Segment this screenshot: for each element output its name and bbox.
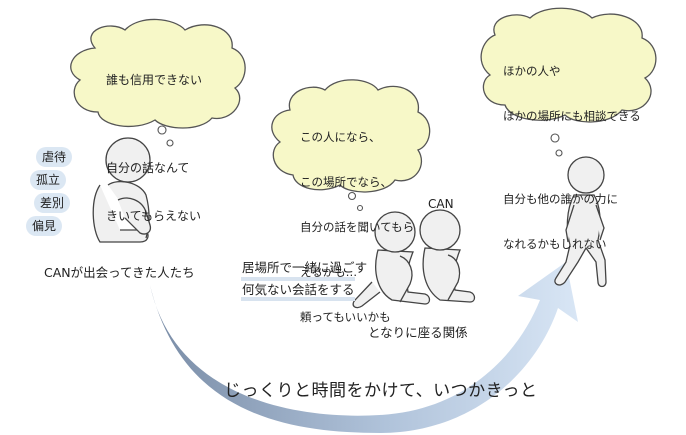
middle-thought-cloud — [271, 79, 431, 212]
left-thought-cloud — [70, 18, 246, 147]
left-thought-line: 自分の話なんて — [106, 161, 190, 175]
bottom-caption: じっくりと時間をかけて、いつかきっと — [224, 381, 538, 401]
left-thought-line: 誰も信用できない — [106, 73, 203, 87]
middle-thought-text: この人になら、 この場所でなら、 自分の話を聞いてもら えるかも… 頼ってもいい… — [300, 100, 414, 355]
middle-thought-line: この人になら、 — [300, 130, 381, 144]
right-thought-cloud — [480, 7, 657, 157]
can-staff-figure — [419, 209, 476, 303]
middle-thought-line: 頼ってもいいかも — [300, 310, 391, 324]
right-thought-line: ほかの場所にも相談できる — [503, 109, 641, 123]
right-thought-line: なれるかもしれない — [503, 237, 607, 251]
middle-thought-line: えるかも… — [300, 265, 358, 279]
tag-isolation: 孤立 — [30, 170, 67, 190]
activity-underline-1 — [241, 277, 355, 281]
activity-underline-2 — [241, 297, 355, 301]
left-thought-text: 誰も信用できない 自分の話なんて きいてもらえない — [106, 40, 202, 256]
progress-arrow — [150, 262, 578, 433]
left-thought-line — [106, 120, 202, 128]
tag-discrimination: 差別 — [34, 193, 71, 213]
right-thought-line: ほかの人や — [503, 64, 561, 78]
middle-caption: となりに座る関係 — [368, 325, 468, 340]
right-thought-line: 自分も他の誰かの力に — [503, 192, 618, 206]
right-thought-line — [503, 154, 641, 162]
tag-abuse: 虐待 — [36, 147, 73, 167]
left-thought-line: きいてもらえない — [106, 209, 202, 223]
left-caption: CANが出会ってきた人たち — [44, 265, 195, 280]
activity-text-1: 居場所で一緒に過ごす — [242, 260, 368, 275]
tag-prejudice: 偏見 — [26, 216, 63, 236]
activity-text-2: 何気ない会話をする — [242, 282, 355, 297]
sitting-person-figure — [352, 211, 431, 309]
isolated-person-figure — [92, 137, 152, 243]
middle-thought-line: この場所でなら、 — [300, 175, 392, 189]
middle-thought-line: 自分の話を聞いてもら — [300, 220, 415, 234]
walking-person-figure — [554, 156, 607, 288]
can-label: CAN — [428, 197, 454, 211]
right-thought-text: ほかの人や ほかの場所にも相談できる 自分も他の誰かの力に なれるかもしれない — [503, 34, 641, 282]
